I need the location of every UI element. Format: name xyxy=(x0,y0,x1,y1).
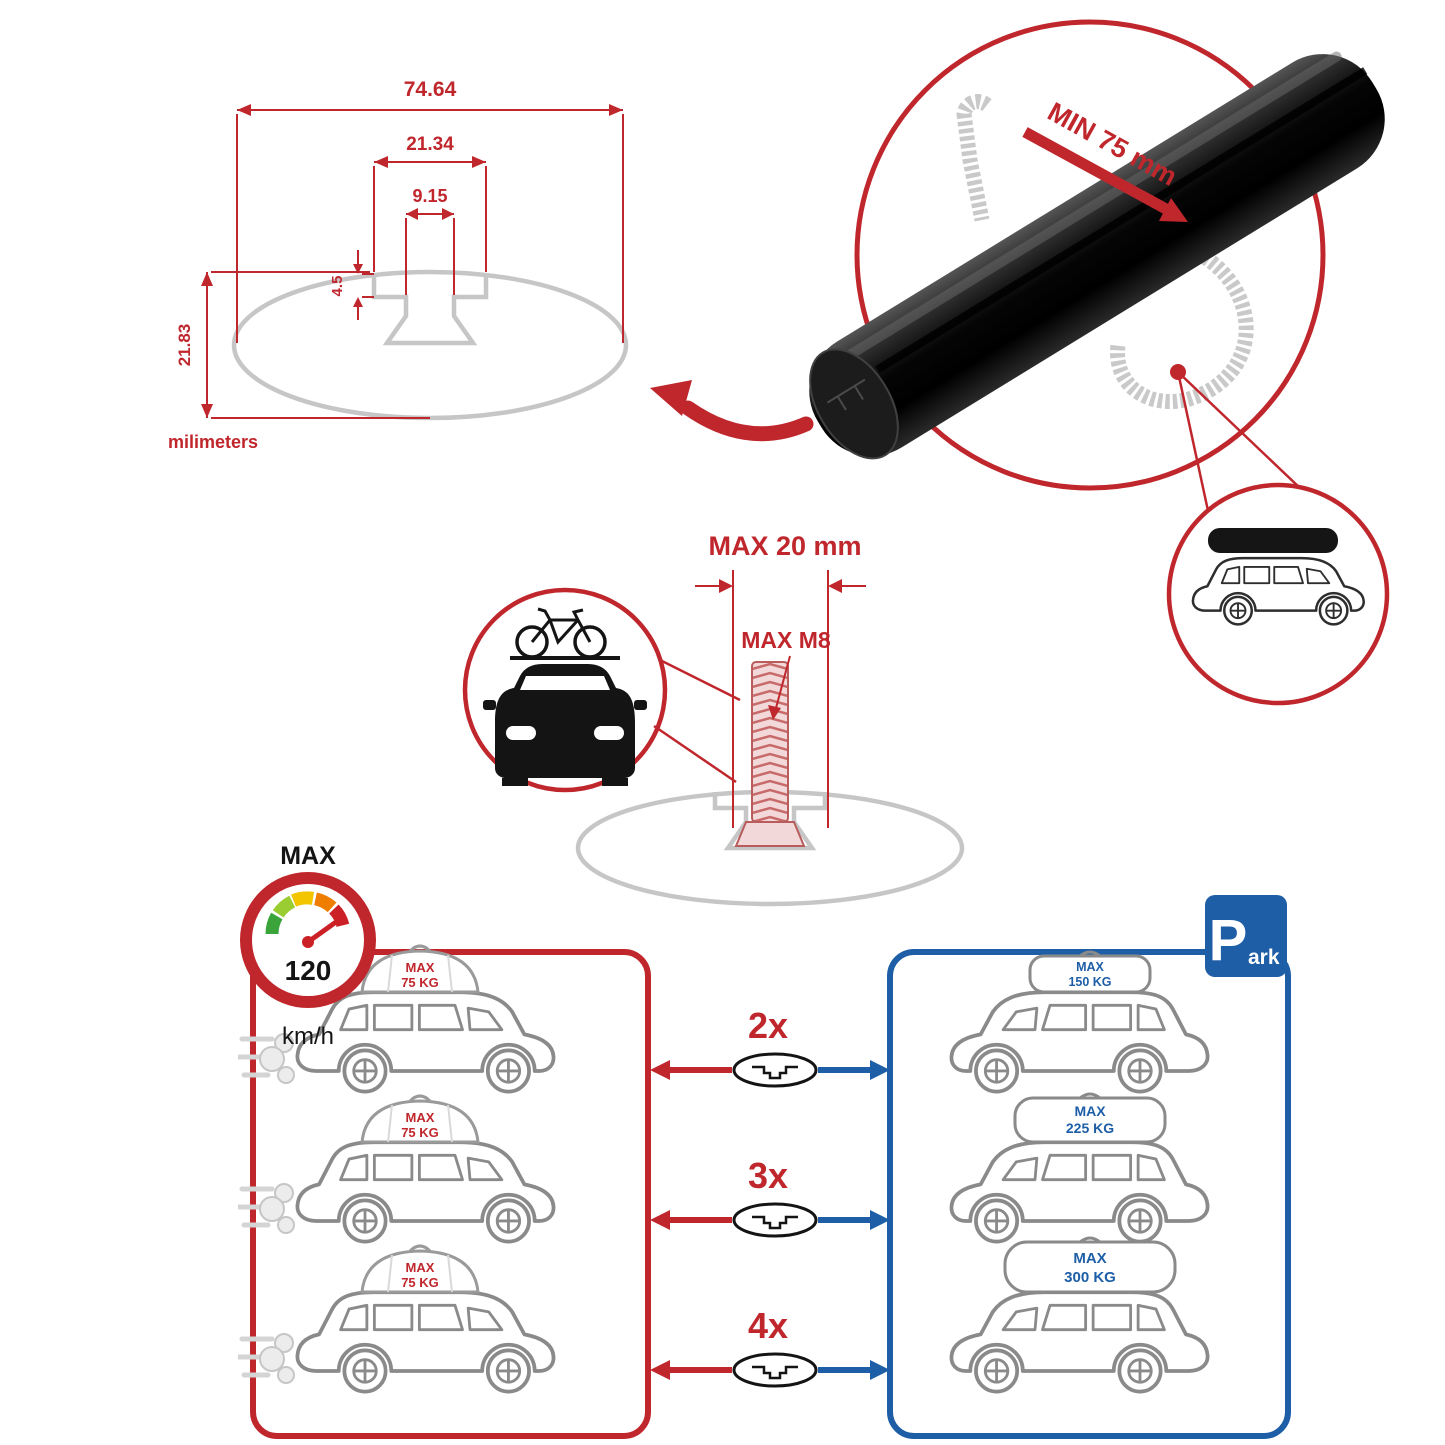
max-width-label: MAX 20 mm xyxy=(708,531,861,561)
dim-width-total-label: 74.64 xyxy=(404,78,457,101)
crossbar-detail-circle: MIN 75 mm xyxy=(809,19,1385,521)
u-bolt-icon xyxy=(956,94,1254,409)
box-weight-label: 300 KG xyxy=(1064,1269,1116,1286)
dimension-4-5 xyxy=(353,250,374,320)
multiplier-label: 4x xyxy=(748,1305,788,1346)
driving-car-row-2: MAX 75 KG xyxy=(238,1094,556,1244)
speed-max-label: MAX xyxy=(280,842,336,870)
headlight-right-icon xyxy=(594,726,624,740)
min-clearance-arrow-icon xyxy=(1022,127,1188,222)
cargo-box-icon: MAX 300 KG xyxy=(1003,1236,1177,1294)
box-weight-label: 150 KG xyxy=(1068,975,1111,989)
parked-car-row-1: MAX 150 KG xyxy=(949,950,1210,1094)
parked-car-row-3: MAX 300 KG xyxy=(949,1236,1210,1394)
bar-end-cap-icon xyxy=(809,348,899,460)
mirror-right-icon xyxy=(634,700,647,710)
cargo-bag-icon: MAX 75 KG xyxy=(360,944,480,994)
bag-weight-label: 75 KG xyxy=(401,975,439,990)
dimension-74-64 xyxy=(236,104,624,343)
box-max-label: MAX xyxy=(1074,1103,1106,1119)
bar-end-oval-icon xyxy=(732,1352,818,1388)
cargo-box-icon: MAX 225 KG xyxy=(1013,1092,1167,1144)
box-max-label: MAX xyxy=(1073,1250,1106,1267)
suv-with-roofbox-icon xyxy=(1191,528,1365,626)
mirror-left-icon xyxy=(483,700,496,710)
callout-arrow-to-drawing-icon xyxy=(650,380,814,442)
max-thread-label: MAX M8 xyxy=(741,627,831,653)
park-suffix-label: ark xyxy=(1248,946,1280,969)
max-thread-leader-icon xyxy=(768,655,791,720)
driving-car-row-3: MAX 75 KG xyxy=(238,1244,556,1394)
speed-unit-label: km/h xyxy=(282,1023,334,1050)
dim-width-slot-label: 9.15 xyxy=(412,186,447,206)
callout-lines-to-bolt xyxy=(653,658,741,784)
unit-label: milimeters xyxy=(168,432,258,452)
parked-car-row-2: MAX 225 KG xyxy=(949,1092,1210,1244)
multiplier-label: 3x xyxy=(748,1155,788,1196)
dimension-21-34 xyxy=(373,156,487,272)
crossbar-profile-outline-icon xyxy=(231,269,629,421)
load-comparison-section: MAX 75 KG MAX 75 KG MAX 75 KG M xyxy=(230,842,1291,1439)
cross-section-dimension-drawing: 74.64 21.34 9.15 4.5 21.83 milimeters xyxy=(168,78,814,452)
driving-car-row-1: MAX 75 KG xyxy=(238,944,556,1094)
multiplier-row-2: 3x xyxy=(650,1155,890,1238)
park-p-label: P xyxy=(1209,908,1248,973)
dimension-max-20 xyxy=(695,570,866,828)
cargo-bag-icon: MAX 75 KG xyxy=(360,1244,480,1294)
headlight-left-icon xyxy=(506,726,536,740)
dim-height-total-label: 21.83 xyxy=(175,324,194,367)
dimension-21-83 xyxy=(201,271,430,419)
car-with-bike-icon xyxy=(483,607,647,786)
t-bolt-icon xyxy=(734,661,806,847)
bar-end-oval-icon xyxy=(732,1202,818,1238)
box-max-label: MAX xyxy=(1076,960,1104,974)
bag-max-label: MAX xyxy=(406,1260,435,1275)
bag-weight-label: 75 KG xyxy=(401,1125,439,1140)
bag-weight-label: 75 KG xyxy=(401,1275,439,1290)
bolt-detail-section: MAX 20 mm MAX M8 xyxy=(462,531,965,907)
multiplier-row-1: 2x xyxy=(650,1005,890,1088)
car-front-body-icon xyxy=(495,664,635,778)
crossbar-icon xyxy=(809,51,1385,460)
dim-width-channel-label: 21.34 xyxy=(406,134,454,155)
multiplier-row-3: 4x xyxy=(650,1305,890,1388)
dim-depth-step-label: 4.5 xyxy=(329,276,346,297)
bar-end-oval-icon xyxy=(732,1052,818,1088)
gauge-arc-icon xyxy=(265,891,350,935)
cargo-bag-icon: MAX 75 KG xyxy=(360,1094,480,1144)
bag-max-label: MAX xyxy=(406,1110,435,1125)
roof-box-icon xyxy=(1208,528,1338,553)
box-weight-label: 225 KG xyxy=(1066,1120,1114,1136)
park-sign-icon: P ark xyxy=(1205,895,1287,977)
multiplier-label: 2x xyxy=(748,1005,788,1046)
bag-max-label: MAX xyxy=(406,960,435,975)
suv-roofbox-circle xyxy=(1166,482,1390,706)
dimension-9-15 xyxy=(405,208,455,295)
speedometer-icon: 120 xyxy=(240,872,376,1008)
callout-lines-to-suv-circle xyxy=(1176,371,1301,521)
cargo-box-icon: MAX 150 KG xyxy=(1028,950,1152,994)
speed-value-label: 120 xyxy=(285,955,332,986)
